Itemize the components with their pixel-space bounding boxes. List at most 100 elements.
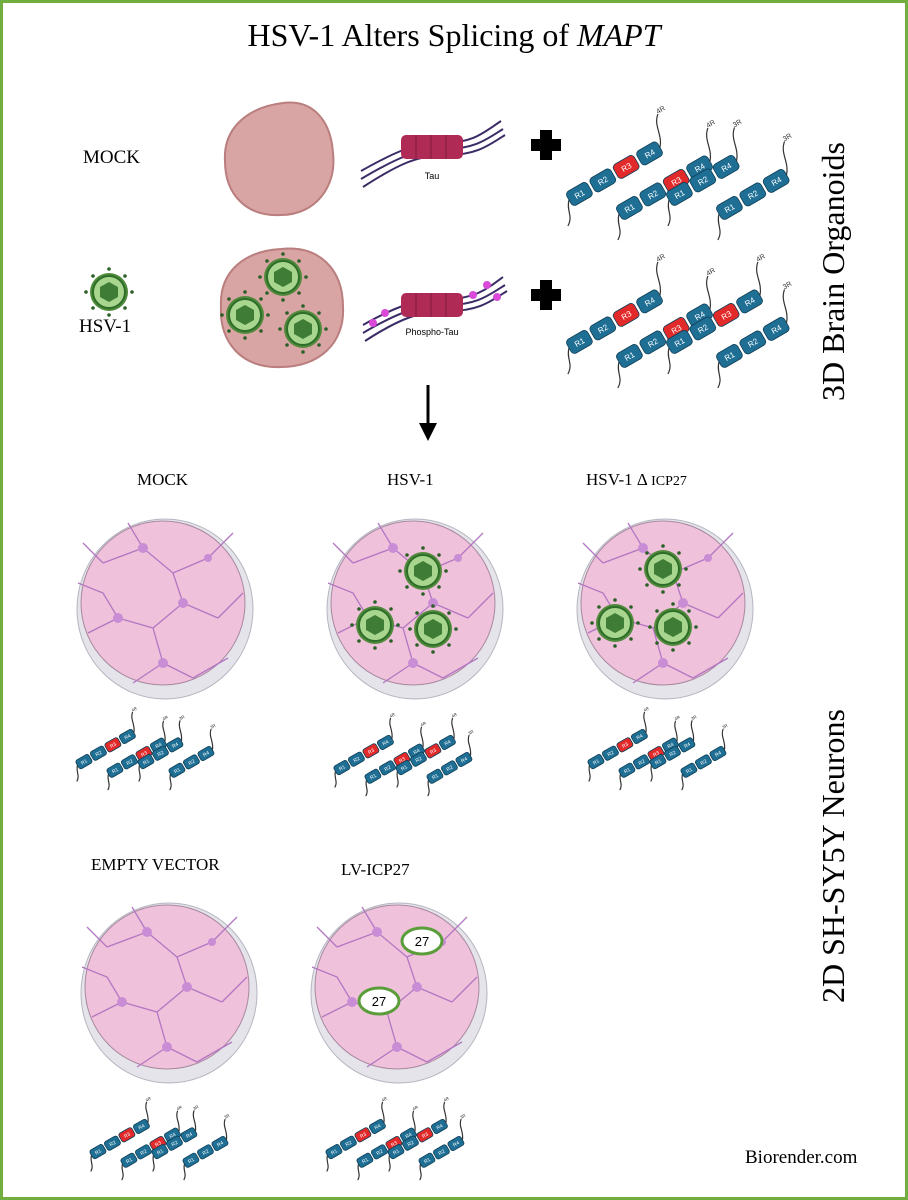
tau-3r-isoform-icon: R1 R2 R4 3R [168,723,216,791]
repeat-label: R2 [415,756,424,764]
repeat-label: R2 [407,1140,416,1148]
repeat-label: R2 [345,1140,354,1148]
repeat-label: R1 [338,764,347,772]
tau-3r-isoform-icon: R1 R2 R4 3R [418,1113,466,1181]
isoform-tag: 4R [705,119,716,130]
dish-empty-vector-label: EMPTY VECTOR [91,855,220,874]
repeat-label: R4 [155,742,164,750]
repeat-label: R4 [374,1123,383,1131]
tau-filament-icon [360,120,506,188]
repeat-label: R4 [169,1132,178,1140]
figure-graphics: Tau Phospho-Tau [75,101,793,1181]
repeat-label: R2 [109,1140,118,1148]
repeat-label: R3 [652,750,661,758]
virus-icon [83,266,135,318]
dish-empty-vector [80,902,258,1084]
dish-lv-icp27: 27 27 [310,902,488,1084]
organoid-mock-label: MOCK [83,147,141,168]
isoform-tag: 3R [782,133,793,144]
repeat-label: R4 [444,739,453,747]
isoform-tag: 4R [655,253,666,264]
repeat-label: R2 [171,1140,180,1148]
repeat-label: R2 [700,758,709,766]
repeat-label: R1 [80,758,89,766]
repeat-label: R4 [714,750,723,758]
repeat-label: R4 [202,750,211,758]
repeat-label: R4 [138,1123,147,1131]
repeat-label: R2 [376,1148,385,1156]
repeat-label: R1 [173,767,182,775]
repeat-label: R4 [452,1140,461,1148]
isoform-tag: 4R [145,1096,152,1103]
dish-hsv1-delta-icp27 [576,518,754,700]
isoform-tag: 4R [674,714,681,721]
repeat-label: R1 [623,767,632,775]
repeat-label: R3 [429,747,438,755]
repeat-label: R1 [423,1157,432,1165]
dish-hsv1-delta-label: HSV-1 Δ ICP27 [586,470,687,490]
repeat-label: R1 [125,1157,134,1165]
repeat-label: R1 [685,767,694,775]
repeat-label: R3 [154,1140,163,1148]
isoform-tag: 3R [732,119,743,130]
repeat-label: R4 [171,741,180,749]
isoform-tag: 3R [782,281,793,292]
organoid-hsv1 [219,247,345,369]
repeat-label: R4 [382,739,391,747]
repeat-label: R2 [638,758,647,766]
repeat-label: R3 [109,741,118,749]
icp27-badge-icon [400,926,444,956]
repeat-label: R2 [384,764,393,772]
isoform-tag: 4R [131,706,138,713]
repeat-label: R2 [126,758,135,766]
repeat-label: R3 [398,756,407,764]
isoform-tag: 3R [721,723,728,730]
repeat-label: R1 [654,758,663,766]
plus-icon [531,130,561,160]
repeat-label: R2 [188,758,197,766]
isoform-tag: 3R [459,1113,466,1120]
repeat-label: R3 [123,1131,132,1139]
isoform-tag: 4R [643,706,650,713]
repeat-label: R4 [185,1131,194,1139]
repeat-label: R3 [359,1131,368,1139]
repeat-label: R1 [361,1157,370,1165]
isoform-tag: 4R [755,253,766,264]
repeat-label: R1 [592,758,601,766]
isoform-tag: 3R [192,1104,199,1111]
repeat-label: R3 [367,747,376,755]
repeat-label: R3 [621,741,630,749]
repeat-label: R4 [667,742,676,750]
isoform-tag: 4R [443,1096,450,1103]
isoform-tag: 3R [209,723,216,730]
isoform-tag: 4R [389,712,396,719]
repeat-label: R1 [111,767,120,775]
repeat-label: R1 [94,1148,103,1156]
isoform-tag: 4R [705,267,716,278]
isoform-tag: 3R [178,714,185,721]
dish-mock-label: MOCK [137,470,189,489]
repeat-label: R1 [187,1157,196,1165]
isoform-tag: 4R [451,712,458,719]
repeat-label: R2 [438,1148,447,1156]
repeat-label: R1 [392,1148,401,1156]
repeat-label: R2 [157,750,166,758]
